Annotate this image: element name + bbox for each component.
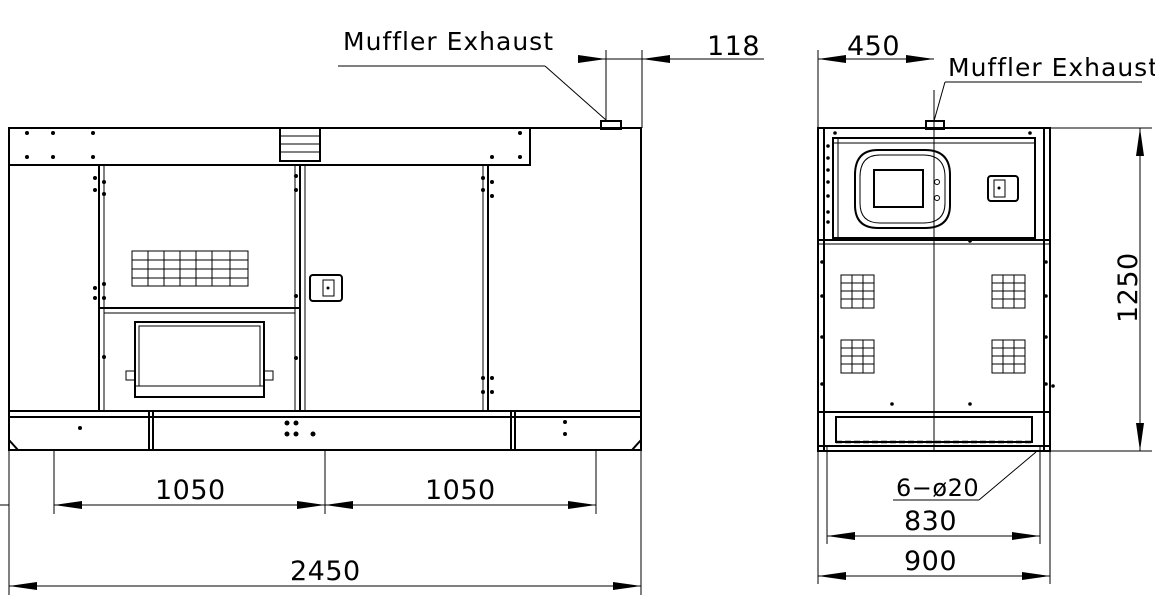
side-dimensions <box>817 50 1152 584</box>
dim-total-width: 900 <box>904 546 957 577</box>
front-base-frame <box>8 410 642 451</box>
front-view <box>8 120 642 451</box>
dim-left-half: 1050 <box>155 475 226 506</box>
dim-height: 1250 <box>1113 252 1144 323</box>
dim-hole-spacing: 830 <box>904 506 957 537</box>
dim-holes: 6−ø20 <box>896 474 979 502</box>
side-rivets <box>820 131 1055 406</box>
side-grilles <box>840 274 1026 374</box>
front-rivets <box>25 131 567 437</box>
dim-right-half: 1050 <box>425 475 496 506</box>
dim-side-exhaust-offset: 450 <box>847 31 900 62</box>
front-exhaust-outlet <box>600 120 622 130</box>
dim-exhaust-offset: 118 <box>707 31 760 62</box>
side-muffler-label: Muffler Exhaust <box>948 53 1155 82</box>
dim-total-length: 2450 <box>290 556 361 587</box>
front-grille <box>131 250 249 287</box>
front-dimensions <box>0 50 764 595</box>
viewing-window <box>125 321 274 398</box>
side-door-lock <box>987 175 1019 202</box>
side-exhaust-outlet <box>925 120 945 130</box>
side-view <box>817 120 1055 452</box>
left-door <box>98 164 301 412</box>
front-muffler-label: Muffler Exhaust <box>343 27 554 56</box>
control-panel-screen <box>854 149 951 229</box>
door-lock <box>309 274 343 302</box>
